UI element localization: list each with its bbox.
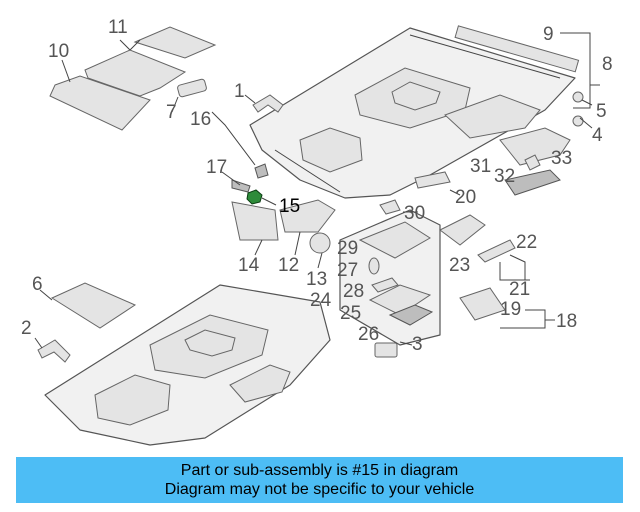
callout-26: 26 (358, 324, 379, 345)
callout-25: 25 (340, 303, 361, 324)
banner-line-1: Part or sub-assembly is #15 in diagram (180, 462, 459, 479)
leader-1 (244, 94, 256, 104)
callout-9: 9 (543, 24, 554, 45)
part-5-shape (572, 91, 584, 103)
callout-16: 16 (190, 109, 211, 130)
part-32-shape (504, 169, 561, 196)
callout-28: 28 (343, 281, 364, 302)
callout-33: 33 (551, 148, 572, 169)
callout-31: 31 (470, 156, 491, 177)
leader-4 (579, 117, 593, 129)
part-22-shape (477, 239, 516, 263)
part-25-shape (368, 284, 432, 316)
callout-14: 14 (238, 255, 260, 276)
leader-19-18 (500, 309, 555, 329)
part-1-shape (252, 94, 284, 113)
leader-22-21 (499, 254, 530, 281)
headliner-upper (249, 27, 576, 199)
part-15-shape (246, 189, 263, 205)
part-33-shape (524, 154, 541, 171)
part-10-shape (49, 75, 151, 131)
callout-20: 20 (455, 187, 476, 208)
leader-9-8 (560, 32, 600, 109)
part-23-shape (439, 214, 486, 246)
callout-18: 18 (556, 311, 577, 332)
part-31-shape (499, 127, 571, 166)
part-4-shape (572, 115, 584, 127)
part-17-shape (231, 179, 251, 193)
leader-17 (221, 171, 241, 186)
callout-22: 22 (516, 232, 537, 253)
callout-1: 1 (234, 81, 245, 102)
callout-27: 27 (337, 260, 358, 281)
part-28-shape (371, 277, 399, 293)
callout-5: 5 (596, 101, 607, 122)
callout-23: 23 (449, 255, 470, 276)
part-19-shape (459, 287, 506, 321)
callout-12: 12 (278, 255, 299, 276)
leader-5 (581, 99, 593, 106)
leader-13 (317, 252, 323, 269)
leader-3 (399, 341, 413, 346)
callout-32: 32 (494, 166, 515, 187)
part-29-shape (358, 221, 431, 259)
leader-12 (294, 231, 301, 256)
leader-15 (261, 197, 277, 206)
callout-8: 8 (602, 54, 613, 75)
leader-2 (34, 337, 43, 349)
leader-7 (171, 96, 179, 113)
headliner-lower (44, 284, 331, 446)
part-16-shape (254, 163, 269, 179)
part-27-shape (368, 257, 380, 275)
leader-6 (39, 289, 53, 301)
callout-10: 10 (48, 41, 69, 62)
part-30-shape (379, 199, 401, 215)
callout-4: 4 (592, 125, 603, 146)
part-9-shape (454, 25, 580, 73)
callout-6: 6 (32, 274, 43, 295)
leader-11 (119, 39, 141, 51)
banner-line-2: Diagram may not be specific to your vehi… (164, 481, 475, 498)
callout-29: 29 (337, 238, 358, 259)
callout-21: 21 (509, 279, 530, 300)
callout-15: 15 (279, 196, 300, 217)
callout-30: 30 (404, 203, 425, 224)
callout-3: 3 (412, 334, 423, 355)
part-12-shape (279, 199, 336, 233)
callout-13: 13 (306, 269, 327, 290)
info-banner: Part or sub-assembly is #15 in diagram D… (16, 457, 623, 503)
callout-11: 11 (108, 17, 128, 38)
part-6-shape (50, 282, 137, 329)
part-26-shape (388, 304, 434, 326)
callout-19: 19 (500, 299, 521, 320)
part-3-shape (374, 342, 398, 358)
part-13-shape (309, 232, 331, 254)
callout-24: 24 (310, 290, 332, 311)
leader-16 (211, 111, 256, 166)
callout-7: 7 (166, 102, 177, 123)
part-7-shape (177, 78, 207, 98)
leader-14 (254, 239, 263, 256)
part-20-shape (414, 171, 451, 189)
part-2-shape (37, 339, 71, 363)
part-14-shape (231, 201, 279, 241)
part-11b-shape (133, 26, 217, 59)
callout-2: 2 (21, 318, 32, 339)
leader-20 (449, 189, 461, 196)
callout-17: 17 (206, 157, 227, 178)
parts-diagram: 11 10 7 16 17 1 9 8 5 4 31 33 32 20 30 1… (21, 17, 613, 446)
leader-10 (61, 59, 71, 83)
